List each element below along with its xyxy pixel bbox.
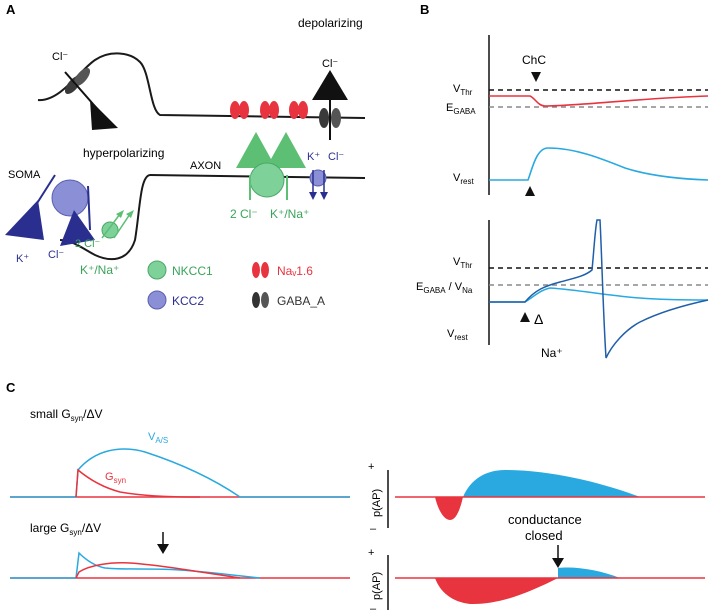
c-gsyn-label: Gsyn — [105, 471, 126, 485]
b-bot-vthr: VThr — [453, 256, 473, 270]
two-cl-axon-label: 2 Cl⁻ — [230, 207, 258, 221]
cl-efflux-arrow-icon — [312, 70, 348, 100]
soma-outline — [59, 174, 151, 261]
b-bot-arrowhead-icon — [520, 312, 530, 322]
b-top-blue-trace — [489, 147, 709, 181]
b-bot-delta: Δ — [534, 311, 543, 327]
green-arrow-icon — [266, 132, 306, 168]
arrow-down-icon — [552, 558, 564, 568]
arrow-up-right-icon — [126, 210, 134, 218]
hyperpolarizing-label: hyperpolarizing — [83, 146, 164, 160]
nav-channel-icon — [230, 101, 308, 119]
c-pap-bottom-label: p(AP) — [371, 572, 383, 600]
nkcc1-circle-icon — [147, 260, 167, 280]
kcc2-soma-icon — [51, 179, 89, 217]
soma-label: SOMA — [8, 169, 41, 181]
cl-efflux-soma-arrow-icon — [60, 210, 95, 246]
cl-top-left-label: Cl⁻ — [52, 51, 68, 63]
c-pap-top-minus: – — [370, 523, 377, 535]
arrow-down-icon — [320, 192, 328, 200]
legend: NKCC1 KCC2 Naᵥ1.6 GABA_A — [147, 260, 325, 310]
depolarizing-label: depolarizing — [298, 16, 363, 30]
green-arrow-icon — [236, 132, 276, 168]
b-bot-egaba-vna: EGABA / VNa — [416, 281, 473, 295]
c-conductance-label: conductance — [508, 512, 582, 527]
k-soma-label: K⁺ — [16, 253, 29, 265]
panel-c: small Gsyn/ΔV VA/S Gsyn large Gsyn/ΔV p(… — [10, 407, 705, 615]
nkcc1-soma-icon — [101, 221, 119, 239]
c-large-vas-trace — [10, 551, 261, 579]
cl-top-right-label: Cl⁻ — [322, 58, 338, 70]
c-small-title: small Gsyn/ΔV — [30, 407, 102, 423]
c-large-gsyn-trace — [75, 562, 241, 579]
panel-b: ChC VThr EGABA Vrest VThr EGABA / VNa Vr… — [416, 35, 709, 360]
b-bot-darkblue-trace — [489, 219, 709, 359]
k-efflux-arrow-icon — [5, 200, 44, 240]
c-small-gsyn-trace — [75, 468, 201, 498]
c-large-title: large Gsyn/ΔV — [30, 521, 101, 537]
b-top-egaba: EGABA — [446, 102, 476, 116]
upper-axon-outline — [37, 52, 366, 119]
b-top-red-trace — [489, 95, 709, 107]
b-bot-na-label: Na⁺ — [541, 346, 563, 360]
panel-label-a: A — [6, 2, 16, 17]
panel-a: depolarizing hyperpolarizing SOMA AXON C… — [5, 16, 366, 310]
gaba-channel-icon — [252, 292, 269, 308]
kcc2-circle-icon — [147, 290, 167, 310]
legend-label-gaba: GABA_A — [277, 294, 325, 308]
chc-arrowhead-icon — [531, 72, 541, 82]
arrow-down-icon — [157, 544, 169, 554]
arrow-up-right-icon — [116, 210, 124, 218]
nkcc1-axon-icon — [249, 162, 285, 198]
k-na-axon-label: K⁺/Na⁺ — [270, 207, 309, 221]
cl-soma-label: Cl⁻ — [48, 249, 64, 261]
green-line — [113, 213, 131, 239]
c-pap-top-plus: + — [368, 461, 374, 473]
panel-label-b: B — [420, 2, 429, 17]
panel-label-c: C — [6, 380, 16, 395]
k-axon-label: K⁺ — [307, 151, 320, 163]
c-pap-top-label: p(AP) — [371, 489, 383, 517]
axon-label: AXON — [190, 160, 221, 172]
legend-label-nav: Naᵥ1.6 — [277, 264, 313, 278]
c-top-neg-area — [435, 497, 463, 520]
b-top-vrest: Vrest — [453, 172, 474, 186]
b-top-vthr: VThr — [453, 83, 473, 97]
cl-influx-arrow-icon — [90, 100, 118, 130]
b-bot-lightblue-trace — [489, 287, 709, 303]
two-cl-soma-label: 2 Cl⁻ — [75, 238, 101, 250]
gaba-channel-icon — [64, 67, 91, 95]
legend-label-kcc2: KCC2 — [172, 294, 204, 308]
c-vas-label: VA/S — [148, 431, 168, 445]
b-bot-vrest: Vrest — [447, 328, 468, 342]
kcc2-axon-icon — [309, 169, 327, 187]
c-pap-bottom-minus: – — [370, 603, 377, 615]
cl-axon-label: Cl⁻ — [328, 151, 344, 163]
c-bottom-pos-area — [558, 567, 620, 578]
green-line — [101, 213, 121, 239]
navy-line — [87, 185, 91, 231]
c-bottom-neg-area — [435, 578, 558, 605]
chc-label: ChC — [522, 53, 546, 67]
c-small-vas-trace — [10, 448, 350, 498]
gaba-channel-icon — [319, 108, 341, 128]
legend-label-nkcc1: NKCC1 — [172, 264, 213, 278]
b-top-arrowhead-icon — [525, 186, 535, 196]
c-closed-label: closed — [525, 528, 563, 543]
arrow-down-icon — [309, 192, 317, 200]
c-top-pos-area — [463, 470, 640, 497]
k-na-soma-label: K⁺/Na⁺ — [80, 263, 119, 277]
nav-channel-icon — [252, 262, 269, 278]
c-pap-bottom-plus: + — [368, 547, 374, 559]
